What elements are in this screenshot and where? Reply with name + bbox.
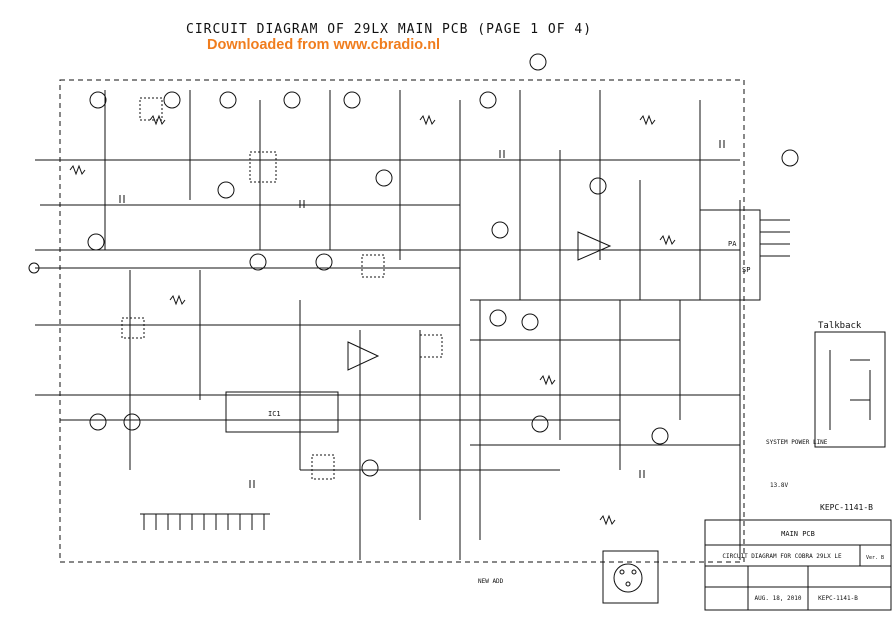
coil-shield: [139, 97, 163, 121]
title-block: [704, 519, 892, 611]
transistor-symbol: [479, 91, 497, 109]
transistor-symbol: [343, 91, 361, 109]
opamp-symbol: [347, 341, 380, 371]
main-ic-body: [225, 391, 339, 433]
talkback-switch: [829, 350, 871, 430]
transistor-symbol: [651, 427, 669, 445]
transistor-symbol: [219, 91, 237, 109]
kepc-code: KEPC-1141-B: [820, 503, 873, 512]
main-ic-label: IC1: [268, 410, 281, 418]
connector-sp-label: SP: [742, 266, 750, 274]
coil-shield: [121, 317, 145, 339]
transistor-symbol: [375, 169, 393, 187]
diagram-title: CIRCUIT DIAGRAM OF 29LX MAIN PCB (PAGE 1…: [186, 22, 593, 37]
opamp-symbol: [577, 231, 612, 261]
transistor-symbol: [361, 459, 379, 477]
transistor-symbol: [217, 181, 235, 199]
mic-connector-box: [602, 550, 659, 604]
transistor-symbol: [249, 253, 267, 271]
transistor-symbol: [315, 253, 333, 271]
transistor-symbol: [491, 221, 509, 239]
transistor-symbol: [529, 53, 547, 71]
transistor-symbol: [781, 149, 799, 167]
title-block-grid: [705, 544, 891, 610]
bus-lines: [35, 159, 740, 471]
connector-pa-label: PA: [728, 240, 737, 248]
coil-shield: [311, 454, 335, 480]
connector-header: [699, 209, 761, 301]
transistor-symbol: [123, 413, 141, 431]
transistor-symbol: [531, 415, 549, 433]
supply-label: 13.8V: [770, 482, 788, 489]
transistor-symbol: [163, 91, 181, 109]
coil-shield: [419, 334, 443, 358]
title-block-date: AUG. 18, 2010: [755, 595, 802, 602]
signal-traces: [104, 90, 741, 560]
coil-shield: [361, 254, 385, 278]
connector-leads: [760, 219, 790, 257]
transistor-symbol: [87, 233, 105, 251]
transistor-symbol: [283, 91, 301, 109]
transistor-symbol: [489, 309, 507, 327]
transistor-symbol: [89, 91, 107, 109]
title-block-board: MAIN PCB: [781, 530, 815, 538]
ground-bus: [140, 513, 270, 530]
new-add-label: NEW ADD: [478, 578, 504, 585]
mic-connector-icon: [613, 563, 643, 593]
talkback-box: [814, 331, 886, 448]
source-watermark: Downloaded from www.cbradio.nl: [207, 37, 441, 53]
capacitor-symbols: [119, 140, 725, 488]
resistor-symbols: [69, 114, 676, 526]
mic-pin-icon: [619, 569, 625, 575]
transistor-symbol: [89, 413, 107, 431]
title-block-drawing-title: CIRCUIT DIAGRAM FOR COBRA 29LX LE: [722, 553, 842, 560]
antenna-jack: [28, 262, 40, 274]
coil-shield: [249, 151, 277, 183]
board-outline: [59, 79, 745, 563]
mic-pin-icon: [631, 569, 637, 575]
system-power-line-label: SYSTEM POWER LINE: [766, 439, 828, 446]
mic-pin-icon: [625, 581, 631, 587]
transistor-symbol: [521, 313, 539, 331]
transistor-symbol: [589, 177, 607, 195]
title-block-drawing-no: KEPC-1141-B: [818, 595, 858, 602]
talkback-label: Talkback: [818, 321, 862, 331]
title-block-version: Ver. B: [866, 555, 884, 561]
